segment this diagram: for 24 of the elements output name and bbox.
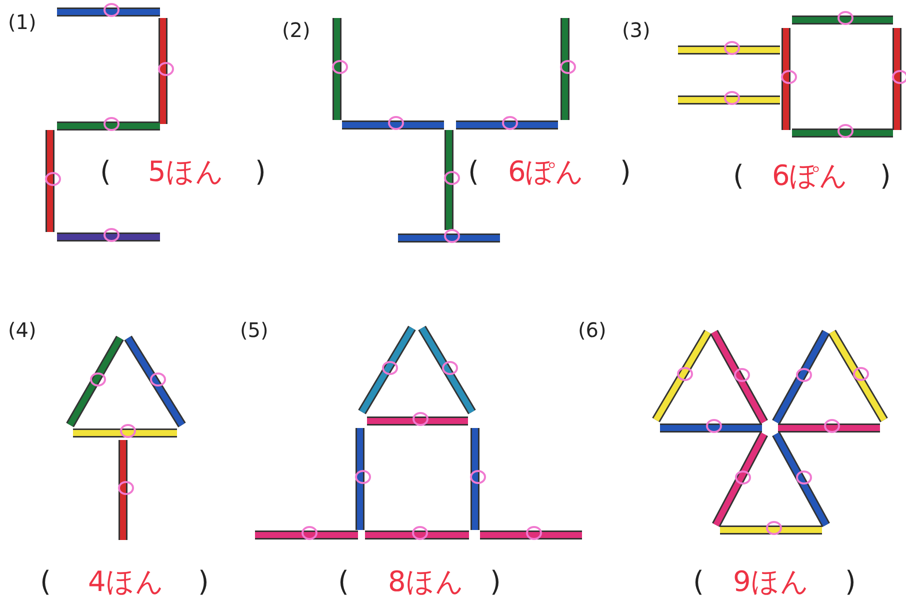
parenthesis: (: [693, 568, 704, 596]
problem-number: (6): [578, 320, 606, 340]
answer-text: 4ほん: [88, 568, 164, 596]
answer-text: 6ぽん: [508, 158, 584, 186]
parenthesis: (: [100, 158, 111, 186]
parenthesis: ): [880, 162, 891, 190]
problem-number: (5): [240, 320, 268, 340]
answer-text: 8ほん: [388, 568, 464, 596]
problem-number: (4): [8, 320, 36, 340]
problem-number: (3): [622, 20, 650, 40]
parenthesis: ): [620, 158, 631, 186]
parenthesis: ): [198, 568, 209, 596]
answer-text: 9ほん: [733, 568, 809, 596]
problem-number: (2): [282, 20, 310, 40]
parenthesis: ): [490, 568, 501, 596]
answer-text: 6ぽん: [772, 162, 848, 190]
problem-number: (1): [8, 12, 36, 32]
parenthesis: ): [255, 158, 266, 186]
parenthesis: (: [733, 162, 744, 190]
parenthesis: (: [40, 568, 51, 596]
parenthesis: (: [468, 158, 479, 186]
parenthesis: ): [845, 568, 856, 596]
parenthesis: (: [338, 568, 349, 596]
answer-text: 5ほん: [148, 158, 224, 186]
